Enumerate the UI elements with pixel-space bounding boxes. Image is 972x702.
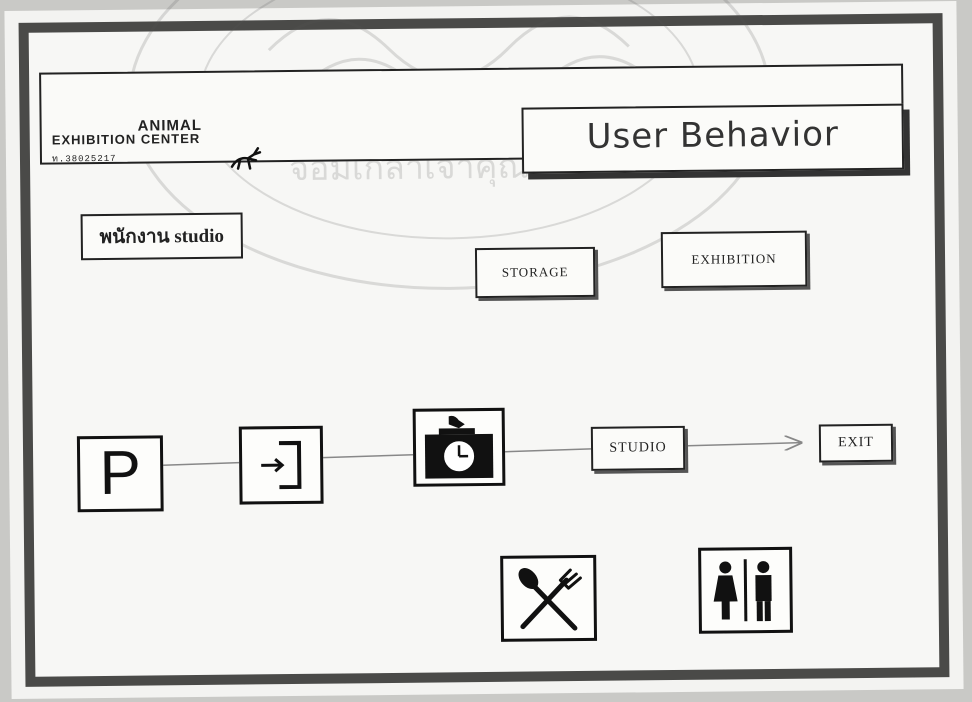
- restaurant-icon: [500, 554, 598, 642]
- exit-box: EXIT: [818, 423, 894, 463]
- male-female-icon: [713, 559, 772, 622]
- connector-entry-clock: [319, 453, 414, 459]
- connector-clock-studio: [501, 448, 592, 453]
- flow-connectors: [159, 23, 940, 467]
- restroom-icon: [698, 546, 793, 634]
- spoon-fork-icon: [518, 568, 582, 631]
- deer-icon: [230, 147, 262, 170]
- parking-icon: P: [76, 435, 164, 513]
- diagram-frame: จอมเกล้าเจ้าคุณทหาร ANIMAL EXHIBITION CE…: [18, 0, 950, 687]
- scanned-sheet: จอมเกล้าเจ้าคุณทหาร ANIMAL EXHIBITION CE…: [4, 0, 964, 699]
- parking-letter: P: [99, 438, 142, 509]
- enter-door-icon: [261, 440, 302, 490]
- animal-exhibition-logo: ANIMAL EXHIBITION CENTER ท.38025217: [52, 116, 283, 188]
- connector-studio-exit: [682, 443, 801, 446]
- studio-box: STUDIO: [590, 425, 686, 471]
- connector-parking-entry: [159, 461, 240, 467]
- entrance-icon: [238, 425, 324, 505]
- punch-clock-icon: [418, 413, 500, 481]
- time-clock-icon: [412, 407, 506, 487]
